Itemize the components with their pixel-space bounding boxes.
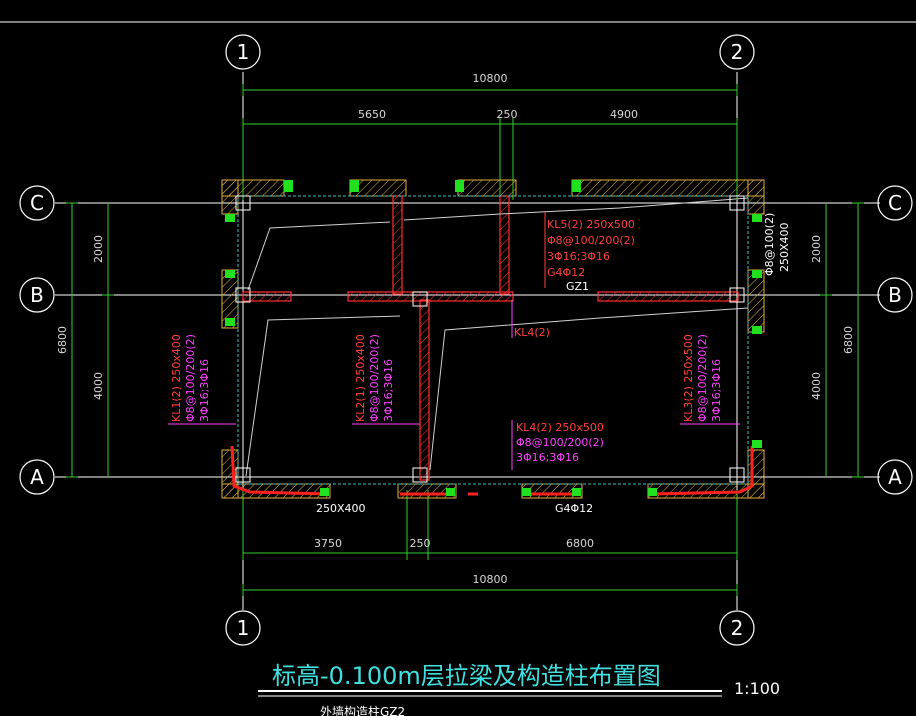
beam-b-right (597, 291, 739, 302)
beam-b-left (242, 291, 292, 302)
dim-top-total: 10800 (473, 72, 508, 85)
wall-bottom-4 (647, 483, 765, 499)
beam-vert-2 (499, 195, 510, 295)
corner-markers (235, 195, 745, 483)
right-beam-label-1: Φ8@100(2) (763, 213, 776, 276)
dim-right-seg-2: 4000 (810, 372, 823, 400)
kl3-label-2: Φ8@100/200(2) (696, 334, 709, 422)
column (752, 214, 762, 222)
bottom-mid-label: G4Φ12 (555, 502, 593, 515)
dim-left-seg-2: 4000 (92, 372, 105, 400)
axis-bubble-c-right (877, 185, 913, 221)
dim-left-total: 6800 (56, 326, 69, 354)
dim-right-total: 6800 (842, 326, 855, 354)
slab-lines (245, 197, 749, 477)
axis-bubble-1-top (225, 34, 261, 70)
beams (242, 195, 739, 481)
kl5-label-1: KL5(2) 250x500 (547, 218, 635, 231)
right-beam-label-2: 250X400 (778, 222, 791, 272)
column (455, 180, 464, 192)
kl1-label-1: KL1(2) 250x400 (170, 334, 183, 422)
axis-bubble-2-top (719, 34, 755, 70)
axis-bubble-2-bottom (719, 610, 755, 646)
column (225, 270, 235, 278)
dim-top-seg-1: 5650 (358, 108, 386, 121)
columns (225, 180, 762, 496)
axis-label-1-top: 1 (237, 40, 250, 64)
beam-vert-3 (419, 299, 430, 481)
axis-bubble-1-bottom (225, 610, 261, 646)
dim-top-seg-2: 250 (497, 108, 518, 121)
column (320, 488, 329, 496)
interior-outline (237, 195, 749, 485)
column (225, 214, 235, 222)
kl5-label-4: G4Φ12 (547, 266, 585, 279)
kl4-label-3: 3Φ16;3Φ16 (516, 451, 579, 464)
kl5-label-2: Φ8@100/200(2) (547, 234, 635, 247)
kl5-label-3: 3Φ16;3Φ16 (547, 250, 610, 263)
column (572, 488, 581, 496)
kl4-short-label: KL4(2) (514, 326, 550, 339)
column (752, 270, 762, 278)
wall-top-3 (457, 179, 517, 197)
axis-bubbles: 1 2 1 2 C B A C B A (19, 34, 913, 646)
kl3-label-3: 3Φ16;3Φ16 (710, 359, 723, 422)
axis-label-a-right: A (888, 465, 902, 489)
axis-label-1-bottom: 1 (237, 616, 250, 640)
column (350, 180, 359, 192)
kl3-label-1: KL3(2) 250x500 (682, 334, 695, 422)
kl2-label-2: Φ8@100/200(2) (368, 334, 381, 422)
axis-label-b-right: B (888, 283, 902, 307)
beam-vert-1 (392, 195, 403, 295)
column (522, 488, 531, 496)
wall-right-1 (747, 179, 765, 215)
kl1-label-3: 3Φ16;3Φ16 (198, 359, 211, 422)
dim-top-seg-3: 4900 (610, 108, 638, 121)
dim-left-seg-1: 2000 (92, 235, 105, 263)
column (446, 488, 455, 496)
kl4-label-2: Φ8@100/200(2) (516, 436, 604, 449)
wall-right-2 (747, 269, 765, 333)
bottom-left-label: 250X400 (316, 502, 366, 515)
dim-bottom-seg-2: 250 (410, 537, 431, 550)
drawing-title: 标高-0.100m层拉梁及构造柱布置图 (272, 662, 661, 690)
drawing-scale: 1:100 (734, 679, 780, 698)
kl1-label-2: Φ8@100/200(2) (184, 334, 197, 422)
axis-bubble-b-left (19, 277, 55, 313)
kl2-label-1: KL2(1) 250x400 (354, 334, 367, 422)
wall-top-4 (571, 179, 765, 197)
axis-label-2-top: 2 (731, 40, 744, 64)
kl2-label-3: 3Φ16;3Φ16 (382, 359, 395, 422)
axis-bubble-a-left (19, 459, 55, 495)
axis-label-2-bottom: 2 (731, 616, 744, 640)
drawing-subtitle: 外墙构造柱GZ2 (320, 704, 405, 716)
column (225, 318, 235, 326)
dim-bottom-seg-1: 3750 (314, 537, 342, 550)
gz1-label: GZ1 (566, 280, 589, 293)
dim-bottom-total: 10800 (473, 573, 508, 586)
axis-label-b-left: B (30, 283, 44, 307)
kl4-label-1: KL4(2) 250x500 (516, 421, 604, 434)
axis-bubble-a-right (877, 459, 913, 495)
dim-right-seg-1: 2000 (810, 235, 823, 263)
dim-bottom-seg-3: 6800 (566, 537, 594, 550)
axis-label-c-right: C (888, 191, 902, 215)
axis-bubble-c-left (19, 185, 55, 221)
axis-label-a-left: A (30, 465, 44, 489)
column (648, 488, 657, 496)
axis-label-c-left: C (30, 191, 44, 215)
column (284, 180, 293, 192)
column (572, 180, 581, 192)
axis-bubble-b-right (877, 277, 913, 313)
column (752, 440, 762, 448)
beam-b-mid (347, 291, 514, 302)
column (752, 326, 762, 334)
